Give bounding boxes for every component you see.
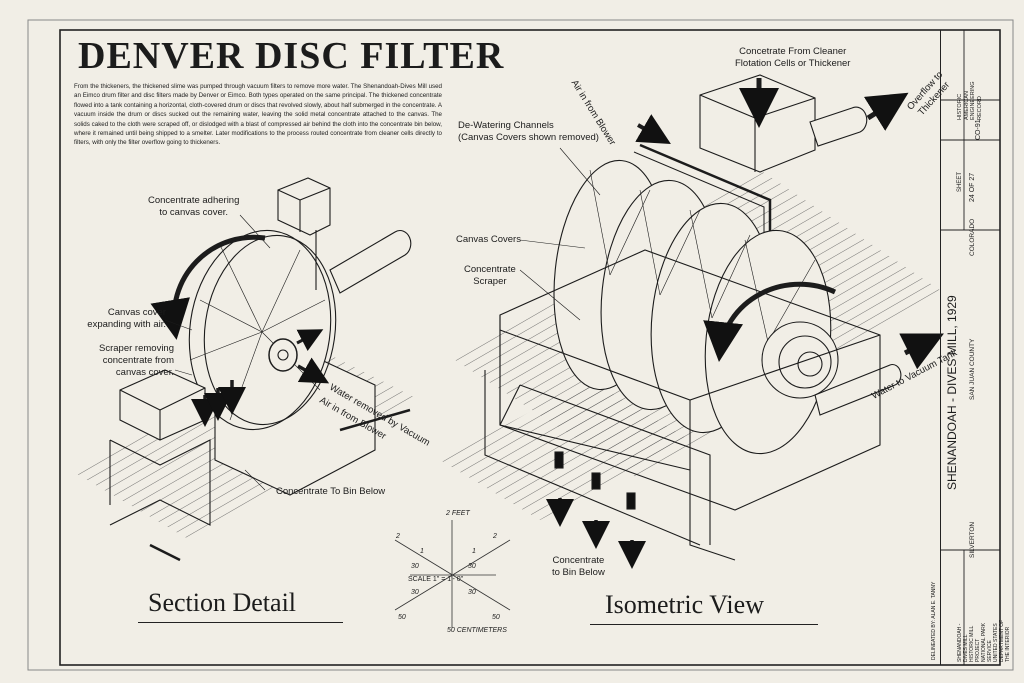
label-from-cleaner: Concetrate From Cleaner Flotation Cells …: [735, 46, 851, 69]
caption-isometric-view: Isometric View: [605, 590, 764, 619]
isometric-view-drawing: [440, 74, 944, 569]
section-detail-drawing: [70, 177, 420, 562]
scale-tick: 50: [492, 614, 500, 621]
label-scraper-section: Scraper removing concentrate from canvas…: [99, 343, 174, 378]
scale-tick: 2: [493, 533, 497, 540]
intro-paragraph: From the thickeners, the thickened slime…: [74, 83, 442, 147]
label-bin-iso: Concentrate to Bin Below: [552, 555, 605, 578]
caption-section-detail: Section Detail: [148, 588, 297, 617]
scale-feet-label: 2 FEET: [446, 510, 470, 517]
title-block: HISTORIC AMERICAN ENGINEERING RECORD CO-…: [931, 30, 1011, 665]
scale-tick: 30: [411, 589, 419, 596]
label-dewatering: De-Watering Channels (Canvas Covers show…: [458, 120, 599, 143]
label-bin-section: Concentrate To Bin Below: [276, 486, 386, 497]
scale-tick: 1: [472, 548, 476, 555]
title-block-lines: [940, 30, 1000, 665]
scale-tick: 30: [468, 589, 476, 596]
caption-underline-isometric: [590, 624, 818, 625]
label-canvas-expanding: Canvas cover expanding with air.: [87, 307, 166, 330]
drawing-title: DENVER DISC FILTER: [78, 35, 505, 77]
scale-tick: 2: [396, 533, 400, 540]
tb-delineator: DELINEATED BY: ALAN E. TANNY: [931, 581, 937, 660]
label-canvas-covers: Canvas Covers: [456, 234, 521, 245]
scale-tick: 50: [398, 614, 406, 621]
scale-bar: [394, 520, 511, 628]
sheet-border: [59, 29, 1001, 666]
label-scraper-iso: Concentrate Scraper: [464, 264, 516, 287]
caption-underline-section: [138, 622, 343, 623]
scale-tick: 1: [420, 548, 424, 555]
scale-tick: 30: [468, 563, 476, 570]
scale-ratio: SCALE 1" = 1'- 0": [408, 576, 464, 583]
label-concentrate-adhering: Concentrate adhering to canvas cover.: [148, 195, 240, 218]
scale-cm-label: 50 CENTIMETERS: [447, 627, 507, 634]
scale-tick: 30: [411, 563, 419, 570]
